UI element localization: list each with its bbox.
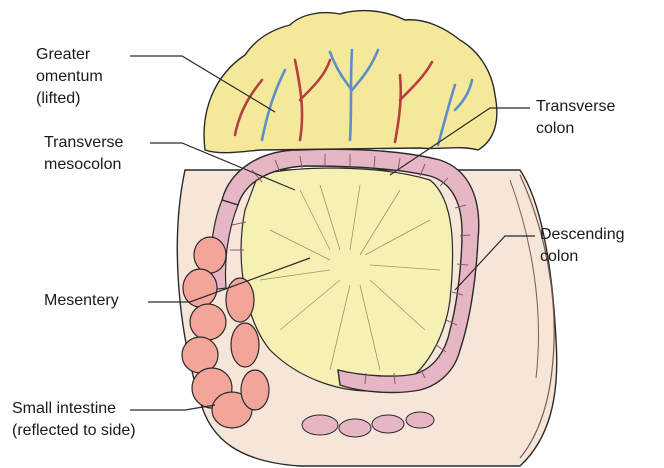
label-descending-colon-line1: Descending — [540, 224, 625, 246]
label-mesentery: Mesentery — [44, 290, 119, 312]
label-greater-omentum: Greater omentum (lifted) — [36, 44, 103, 110]
label-transverse-mesocolon-line1: Transverse — [44, 132, 123, 154]
label-transverse-colon-line1: Transverse — [536, 96, 615, 118]
label-greater-omentum-line3: (lifted) — [36, 88, 103, 110]
label-small-intestine-line2: (reflected to side) — [12, 420, 136, 442]
label-transverse-colon: Transverse colon — [536, 96, 615, 140]
label-descending-colon-line2: colon — [540, 246, 625, 268]
label-small-intestine-line1: Small intestine — [12, 398, 136, 420]
label-transverse-colon-line2: colon — [536, 118, 615, 140]
label-small-intestine: Small intestine (reflected to side) — [12, 398, 136, 442]
label-mesentery-line1: Mesentery — [44, 290, 119, 312]
label-greater-omentum-line2: omentum — [36, 66, 103, 88]
label-descending-colon: Descending colon — [540, 224, 625, 268]
label-transverse-mesocolon: Transverse mesocolon — [44, 132, 123, 176]
label-transverse-mesocolon-line2: mesocolon — [44, 154, 123, 176]
label-greater-omentum-line1: Greater — [36, 44, 103, 66]
